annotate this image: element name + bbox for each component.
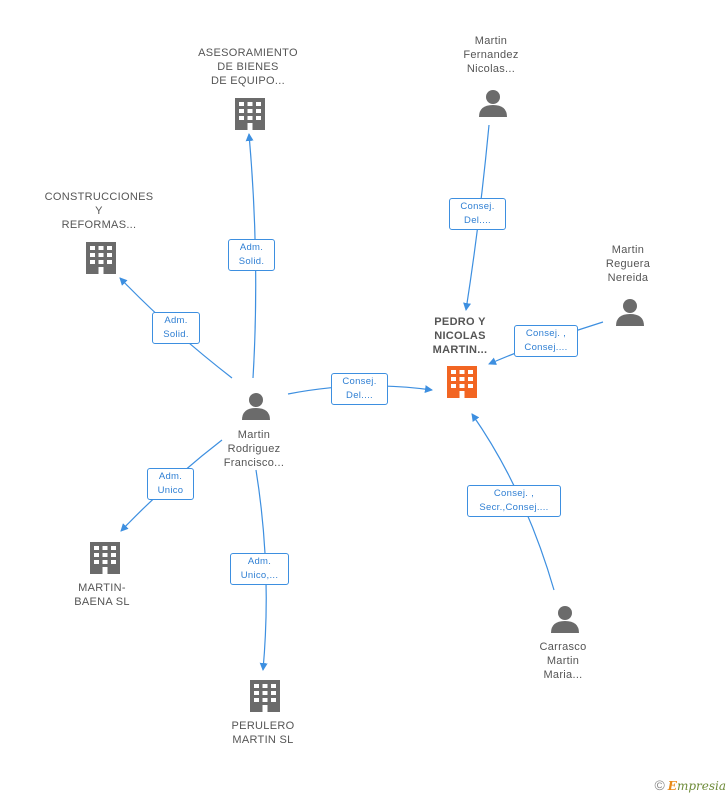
node-label-line: Martin <box>474 35 508 47</box>
node-label-line: MARTIN... <box>432 344 488 356</box>
node-label-line: Nereida <box>607 272 649 284</box>
node-label-line: Francisco... <box>223 457 285 469</box>
edge-label-line: Adm. <box>158 471 183 482</box>
edge-label-line: Adm. <box>239 242 264 253</box>
edge-label-line: Consej. , <box>493 488 535 499</box>
edge-label-line: Consej. , <box>525 328 567 339</box>
node-label-line: ASESORAMIENTO <box>198 47 298 59</box>
edge-label-to-asesoramiento[interactable]: Adm. Solid. <box>228 239 275 271</box>
node-label-line: Maria... <box>543 669 583 681</box>
edge-label-line: Unico,... <box>240 570 279 581</box>
person-icon[interactable] <box>479 90 507 117</box>
building-icon[interactable] <box>235 98 265 130</box>
edge-label-line: Del.... <box>464 215 491 226</box>
node-label-line: PEDRO Y <box>434 316 486 328</box>
node-label-line: Nicolas... <box>466 63 516 75</box>
node-label-line: Martin <box>546 655 580 667</box>
building-icon[interactable] <box>250 680 280 712</box>
node-label-line: CONSTRUCCIONES <box>44 191 154 203</box>
node-label-line: DE BIENES <box>217 61 279 73</box>
edge-label-to-perulero[interactable]: Adm. Unico,... <box>230 553 289 585</box>
node-label-line: Fernandez <box>463 49 519 61</box>
footer-brand[interactable]: ©Empresia <box>654 777 726 793</box>
node-label-martin-rodriguez[interactable]: Martin Rodriguez Francisco... <box>224 428 284 470</box>
person-icon[interactable] <box>242 393 270 420</box>
edge-label-line: Solid. <box>238 256 265 267</box>
person-icon[interactable] <box>551 606 579 633</box>
person-icon[interactable] <box>616 299 644 326</box>
node-label-pedro-nicolas[interactable]: PEDRO Y NICOLAS MARTIN... <box>433 315 488 357</box>
building-icon[interactable] <box>90 542 120 574</box>
node-label-construcciones[interactable]: CONSTRUCCIONES Y REFORMAS... <box>45 190 154 232</box>
brand-name: mpresia <box>676 779 726 793</box>
node-label-line: MARTIN- <box>78 582 126 594</box>
edge-label-line: Solid. <box>163 329 189 340</box>
node-label-asesoramiento[interactable]: ASESORAMIENTO DE BIENES DE EQUIPO... <box>198 46 298 88</box>
node-label-line: MARTIN SL <box>232 734 294 746</box>
edge-label-carrasco-to-pedro[interactable]: Consej. , Secr.,Consej.... <box>467 485 561 517</box>
node-label-line: Martin <box>237 429 271 441</box>
edge-label-rodriguez-to-pedro[interactable]: Consej. Del.... <box>331 373 388 405</box>
edge-label-reguera-to-pedro[interactable]: Consej. , Consej.... <box>514 325 578 357</box>
node-label-line: PERULERO <box>231 720 295 732</box>
edge-label-line: Secr.,Consej.... <box>479 502 549 513</box>
brand-initial: E <box>667 779 677 793</box>
node-label-line: Martin <box>611 244 645 256</box>
edge-label-line: Consej. <box>460 201 495 212</box>
node-label-line: DE EQUIPO... <box>211 75 285 87</box>
edge-label-line: Consej. <box>342 376 377 387</box>
node-label-line: Rodriguez <box>227 443 281 455</box>
edge-label-line: Unico <box>157 485 184 496</box>
node-label-line: Y <box>95 205 103 217</box>
edge-label-fernandez-to-pedro[interactable]: Consej. Del.... <box>449 198 506 230</box>
edge-label-to-construcciones[interactable]: Adm. Solid. <box>152 312 200 344</box>
edge-label-to-martin-baena[interactable]: Adm. Unico <box>147 468 194 500</box>
node-label-line: Carrasco <box>539 641 587 653</box>
edge-label-line: Consej.... <box>524 342 568 353</box>
node-label-martin-fernandez[interactable]: Martin Fernandez Nicolas... <box>463 34 518 76</box>
copyright-icon: © <box>654 777 665 793</box>
node-label-martin-reguera[interactable]: Martin Reguera Nereida <box>606 243 650 285</box>
node-label-line: Reguera <box>605 258 651 270</box>
edge-label-line: Del.... <box>346 390 373 401</box>
node-label-martin-baena[interactable]: MARTIN- BAENA SL <box>74 581 130 609</box>
node-label-line: REFORMAS... <box>61 219 137 231</box>
building-icon-focus[interactable] <box>447 366 477 398</box>
edge-label-line: Adm. <box>164 315 188 326</box>
node-label-line: NICOLAS <box>434 330 486 342</box>
building-icon[interactable] <box>86 242 116 274</box>
node-label-line: BAENA SL <box>74 596 130 608</box>
edge-label-line: Adm. <box>247 556 272 567</box>
node-label-perulero[interactable]: PERULERO MARTIN SL <box>232 719 295 747</box>
node-label-carrasco[interactable]: Carrasco Martin Maria... <box>539 640 586 682</box>
